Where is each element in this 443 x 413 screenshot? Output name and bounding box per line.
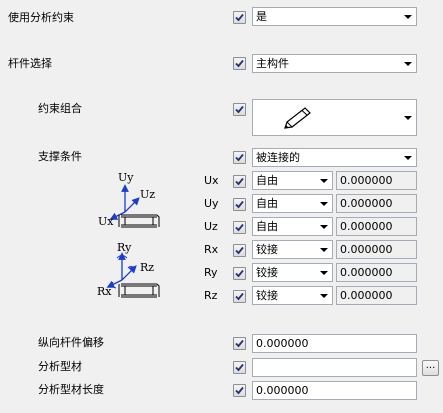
pencil-icon (284, 107, 311, 129)
constraint-combination-dropdown[interactable] (252, 99, 417, 136)
use-analysis-constraint-checkbox[interactable] (233, 11, 246, 24)
longitudinal-offset-checkbox[interactable] (233, 337, 246, 350)
translation-diagram-up-label: Uy (118, 171, 134, 184)
translation-diagram-left-label: Ux (98, 215, 114, 228)
member-selection-label: 杆件选择 (8, 57, 52, 70)
dof-label-uy: Uy (204, 197, 219, 210)
dof-value-field-rz[interactable]: 0.000000 (336, 286, 417, 305)
chevron-down-icon (320, 202, 328, 206)
use-analysis-constraint-label: 使用分析约束 (8, 11, 74, 24)
checkmark-icon (235, 200, 244, 209)
rotation-diagram-side-label: Rz (140, 261, 154, 274)
dof-value-field-ux[interactable]: 0.000000 (336, 171, 417, 190)
dof-label-rz: Rz (204, 289, 218, 302)
checkmark-icon (235, 246, 244, 255)
support-condition-dropdown[interactable]: 被连接的 (252, 148, 417, 167)
analysis-profile-field[interactable] (252, 358, 417, 377)
chevron-down-icon (404, 116, 412, 120)
member-selection-value: 主构件 (256, 57, 289, 70)
dof-label-ry: Ry (204, 266, 218, 279)
checkmark-icon (235, 105, 244, 114)
dof-checkbox-ry[interactable] (233, 267, 246, 280)
dof-value-field-uz[interactable]: 0.000000 (336, 217, 417, 236)
support-condition-label: 支撑条件 (38, 150, 82, 163)
analysis-profile-checkbox[interactable] (233, 361, 246, 374)
dof-mode-value-rx: 铰接 (256, 243, 278, 256)
translation-axes-diagram: Uy Uz Ux (98, 171, 160, 228)
analysis-profile-length-checkbox[interactable] (233, 384, 246, 397)
analysis-profile-length-label: 分析型材长度 (38, 383, 104, 396)
checkmark-icon (235, 339, 244, 348)
dof-label-ux: Ux (204, 174, 219, 187)
longitudinal-offset-field[interactable]: 0.000000 (252, 334, 417, 353)
chevron-down-icon (320, 294, 328, 298)
dof-mode-value-uz: 自由 (256, 220, 278, 233)
chevron-down-icon (404, 156, 412, 160)
dof-mode-value-rz: 铰接 (256, 289, 278, 302)
dof-value-field-ry[interactable]: 0.000000 (336, 263, 417, 282)
chevron-down-icon (404, 62, 412, 66)
dof-checkbox-uy[interactable] (233, 198, 246, 211)
dof-mode-dropdown-rx[interactable]: 铰接 (252, 240, 333, 259)
dof-value-ux: 0.000000 (340, 174, 393, 187)
dof-mode-dropdown-uz[interactable]: 自由 (252, 217, 333, 236)
dof-value-field-rx[interactable]: 0.000000 (336, 240, 417, 259)
checkmark-icon (235, 269, 244, 278)
support-condition-value: 被连接的 (256, 151, 300, 164)
dof-label-rx: Rx (204, 243, 219, 256)
member-selection-checkbox[interactable] (233, 57, 246, 70)
rotation-axes-diagram: Ry Rz Rx (97, 241, 160, 298)
checkmark-icon (235, 177, 244, 186)
dof-value-uz: 0.000000 (340, 220, 393, 233)
chevron-down-icon (404, 15, 412, 19)
dof-value-field-uy[interactable]: 0.000000 (336, 194, 417, 213)
chevron-down-icon (320, 271, 328, 275)
dof-mode-dropdown-ry[interactable]: 铰接 (252, 263, 333, 282)
checkmark-icon (235, 292, 244, 301)
longitudinal-offset-label: 纵向杆件偏移 (38, 336, 104, 349)
analysis-profile-length-field[interactable]: 0.000000 (252, 381, 417, 400)
chevron-down-icon (320, 225, 328, 229)
dof-value-rz: 0.000000 (340, 289, 393, 302)
dof-checkbox-rx[interactable] (233, 244, 246, 257)
dof-mode-value-ux: 自由 (256, 174, 278, 187)
dof-value-uy: 0.000000 (340, 197, 393, 210)
chevron-down-icon (320, 179, 328, 183)
dof-value-rx: 0.000000 (340, 243, 393, 256)
translation-diagram-side-label: Uz (140, 188, 155, 201)
dof-checkbox-rz[interactable] (233, 290, 246, 303)
checkmark-icon (235, 223, 244, 232)
member-selection-dropdown[interactable]: 主构件 (252, 54, 417, 73)
checkmark-icon (235, 363, 244, 372)
dof-value-ry: 0.000000 (340, 266, 393, 279)
dof-mode-dropdown-uy[interactable]: 自由 (252, 194, 333, 213)
dof-checkbox-ux[interactable] (233, 175, 246, 188)
analysis-profile-length-value: 0.000000 (256, 384, 309, 397)
checkmark-icon (235, 59, 244, 68)
constraint-combination-checkbox[interactable] (233, 103, 246, 116)
dof-mode-value-uy: 自由 (256, 197, 278, 210)
dof-label-uz: Uz (204, 220, 218, 233)
dof-mode-dropdown-ux[interactable]: 自由 (252, 171, 333, 190)
longitudinal-offset-value: 0.000000 (256, 337, 309, 350)
dof-checkbox-uz[interactable] (233, 221, 246, 234)
chevron-down-icon (320, 248, 328, 252)
use-analysis-constraint-value: 是 (256, 10, 267, 23)
browse-button[interactable]: ... (422, 360, 439, 376)
checkmark-icon (235, 386, 244, 395)
dof-mode-value-ry: 铰接 (256, 266, 278, 279)
checkmark-icon (235, 153, 244, 162)
rotation-diagram-left-label: Rx (97, 285, 112, 298)
support-condition-checkbox[interactable] (233, 151, 246, 164)
dof-mode-dropdown-rz[interactable]: 铰接 (252, 286, 333, 305)
analysis-profile-label: 分析型材 (38, 360, 82, 373)
constraint-combination-label: 约束组合 (38, 102, 82, 115)
checkmark-icon (235, 13, 244, 22)
rotation-diagram-up-label: Ry (117, 241, 132, 254)
use-analysis-constraint-dropdown[interactable]: 是 (252, 7, 417, 26)
